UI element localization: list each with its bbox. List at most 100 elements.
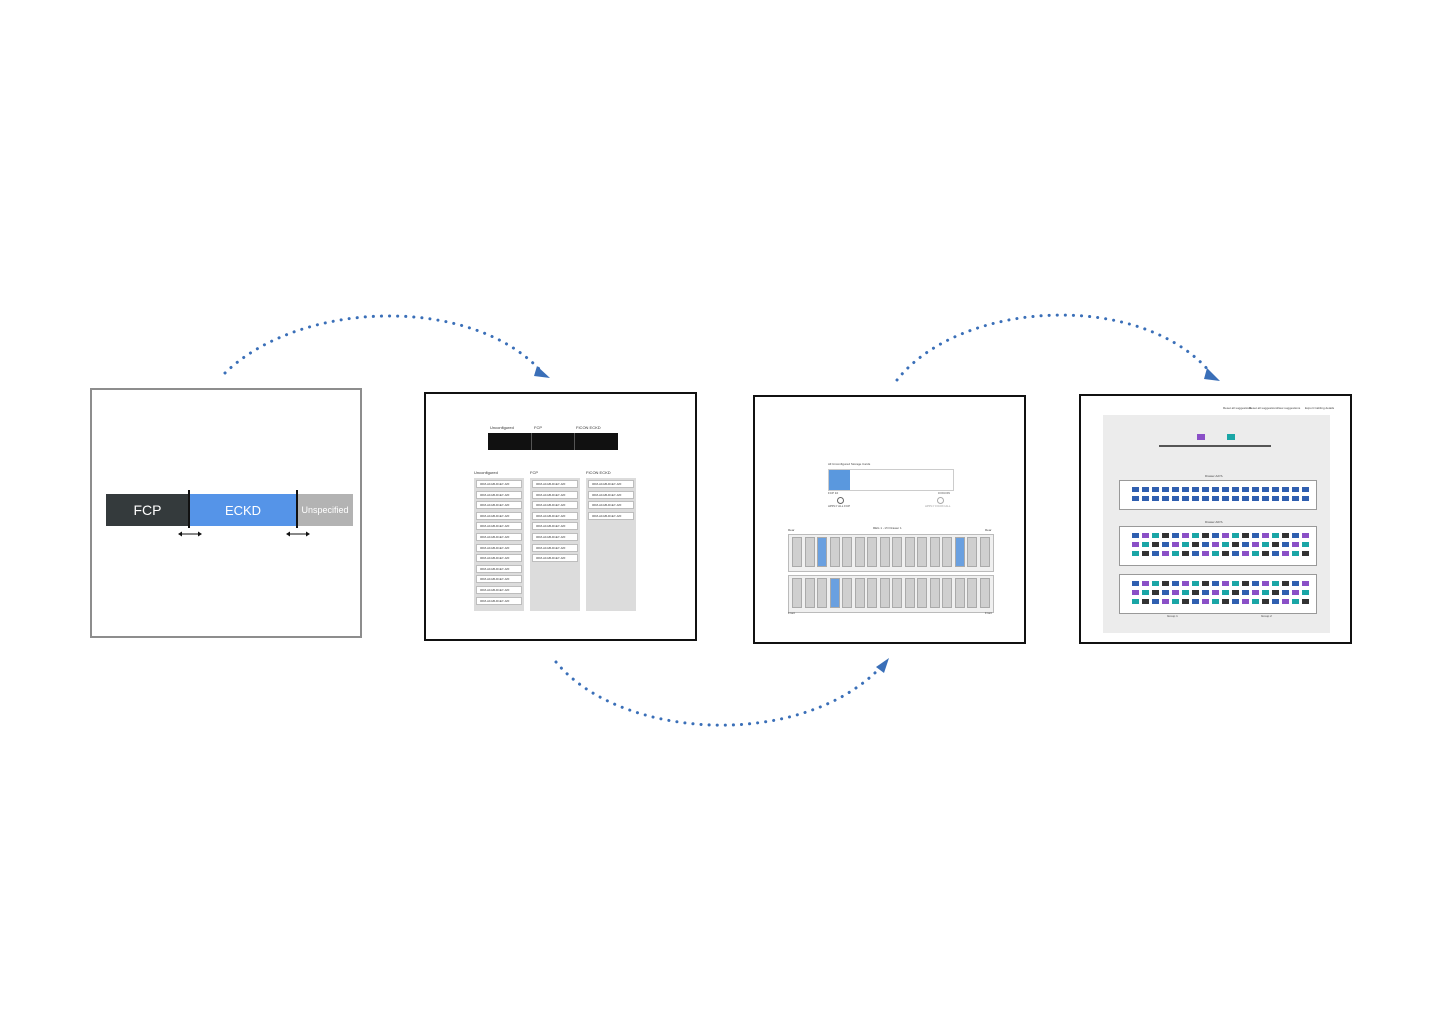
storage-card[interactable]: 0FM-A1GB-D1E7-J2F [476,501,522,510]
port-cell[interactable] [1132,590,1139,595]
drawer-slot[interactable] [879,578,890,608]
port-cell[interactable] [1302,590,1309,595]
port-cell[interactable] [1152,590,1159,595]
storage-card[interactable]: 0FM-A1GB-D1E7-J2F [476,543,522,552]
port-cell[interactable] [1282,487,1289,492]
port-cell[interactable] [1282,551,1289,556]
port-cell[interactable] [1132,599,1139,604]
port-cell[interactable] [1222,551,1229,556]
drawer-slot[interactable] [942,537,952,567]
port-cell[interactable] [1292,551,1299,556]
port-cell[interactable] [1272,496,1279,501]
drawer-slot[interactable] [879,537,890,567]
port-cell[interactable] [1142,581,1149,586]
drawer-slot[interactable] [804,537,815,567]
port-cell[interactable] [1202,581,1209,586]
port-cell[interactable] [1242,542,1249,547]
port-cell[interactable] [1222,533,1229,538]
port-cell[interactable] [1242,533,1249,538]
drawer-slot[interactable] [867,578,877,608]
port-cell[interactable] [1172,551,1179,556]
port-cell[interactable] [1292,533,1299,538]
storage-card[interactable]: 0FM-A1GB-D1E7-J2F [476,575,522,584]
drawer-slot[interactable] [817,578,827,608]
port-cell[interactable] [1262,590,1269,595]
port-cell[interactable] [1292,590,1299,595]
port-cell[interactable] [1272,590,1279,595]
drawer-slot[interactable] [904,537,915,567]
port-cell[interactable] [1272,487,1279,492]
port-cell[interactable] [1222,590,1229,595]
storage-card[interactable]: 0FM-A1GB-D1E7-J2F [476,522,522,531]
port-cell[interactable] [1162,487,1169,492]
drawer-slot[interactable] [804,578,815,608]
port-cell[interactable] [1242,590,1249,595]
port-cell[interactable] [1152,599,1159,604]
port-cell[interactable] [1162,533,1169,538]
port-cell[interactable] [1252,581,1259,586]
port-cell[interactable] [1162,551,1169,556]
port-cell[interactable] [1182,542,1189,547]
port-cell[interactable] [1162,542,1169,547]
drawer-slot[interactable] [792,537,802,567]
storage-card[interactable]: 0FM-A1GB-D1E7-J2F [588,511,634,520]
port-cell[interactable] [1212,590,1219,595]
drawer-slot[interactable] [979,578,990,608]
port-cell[interactable] [1182,590,1189,595]
reset-suggestions-button-2[interactable]: Reset all suggestions [1249,406,1278,410]
apply-all-fcp-button[interactable]: APPLY ALL FCP [828,504,851,508]
port-cell[interactable] [1162,599,1169,604]
port-cell[interactable] [1222,487,1229,492]
port-cell[interactable] [1262,533,1269,538]
port-cell[interactable] [1202,599,1209,604]
port-cell[interactable] [1242,581,1249,586]
port-cell[interactable] [1202,590,1209,595]
port-cell[interactable] [1232,487,1239,492]
port-cell[interactable] [1292,581,1299,586]
port-cell[interactable] [1192,542,1199,547]
port-cell[interactable] [1252,542,1259,547]
port-cell[interactable] [1182,487,1189,492]
port-cell[interactable] [1212,581,1219,586]
port-cell[interactable] [1202,487,1209,492]
port-cell[interactable] [1152,487,1159,492]
port-cell[interactable] [1272,551,1279,556]
port-cell[interactable] [1142,542,1149,547]
port-cell[interactable] [1272,542,1279,547]
port-cell[interactable] [1212,487,1219,492]
drawer-slot[interactable] [892,537,902,567]
port-cell[interactable] [1282,599,1289,604]
port-cell[interactable] [1142,533,1149,538]
port-cell[interactable] [1302,542,1309,547]
drawer-slot[interactable] [979,537,990,567]
port-cell[interactable] [1282,581,1289,586]
port-cell[interactable] [1192,599,1199,604]
port-cell[interactable] [1292,496,1299,501]
drawer-slot[interactable] [867,537,877,567]
port-cell[interactable] [1262,551,1269,556]
port-cell[interactable] [1252,487,1259,492]
storage-card[interactable]: 0FM-A1GB-D1E7-J2F [476,532,522,541]
port-cell[interactable] [1242,551,1249,556]
port-cell[interactable] [1172,487,1179,492]
port-cell[interactable] [1302,551,1309,556]
port-cell[interactable] [1222,581,1229,586]
port-cell[interactable] [1192,590,1199,595]
port-cell[interactable] [1212,542,1219,547]
port-cell[interactable] [1242,496,1249,501]
port-cell[interactable] [1142,590,1149,595]
storage-card[interactable]: 0FM-A1GB-D1E7-J2F [532,532,578,541]
drawer-slot[interactable] [929,537,940,567]
port-cell[interactable] [1172,533,1179,538]
port-cell[interactable] [1172,542,1179,547]
port-cell[interactable] [1142,551,1149,556]
port-cell[interactable] [1222,542,1229,547]
port-cell[interactable] [1192,581,1199,586]
port-cell[interactable] [1252,551,1259,556]
storage-card[interactable]: 0FM-A1GB-D1E7-J2F [532,480,578,488]
drawer-slot[interactable] [929,578,940,608]
port-cell[interactable] [1252,599,1259,604]
port-cell[interactable] [1282,590,1289,595]
check-icon[interactable] [837,497,844,504]
port-cell[interactable] [1262,496,1269,501]
